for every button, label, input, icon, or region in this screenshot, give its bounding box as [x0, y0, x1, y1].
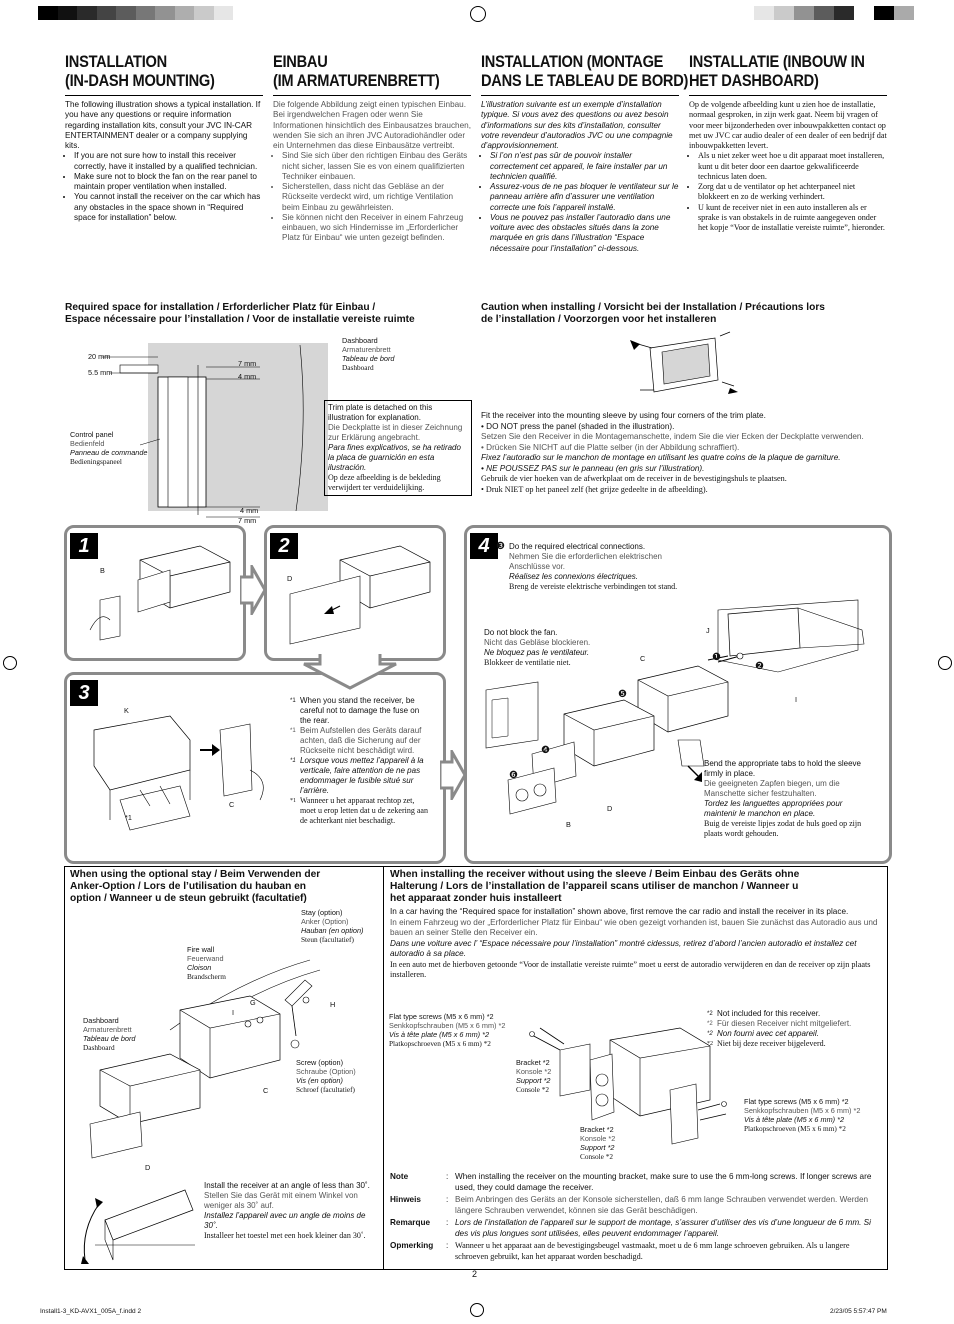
part-c-label-3: C — [263, 1086, 269, 1095]
step-3-illustration — [93, 715, 264, 831]
part-i-label-1: I — [795, 695, 798, 704]
crosshair-bottom — [470, 1303, 484, 1317]
step-1-illustration — [89, 545, 231, 641]
caution-heading: Caution when installing / Vorsicht bei d… — [481, 302, 825, 325]
angle-illustration — [81, 1189, 195, 1264]
heading-rule-fr — [481, 95, 679, 96]
bend-tabs-note: Bend the appropriate tabs to hold the sl… — [704, 759, 862, 838]
stay-heading: When using the optional stay / Beim Verw… — [70, 869, 321, 904]
caution-text: Fit the receiver into the mounting sleev… — [481, 411, 864, 494]
step-4-marker-4: ❹ — [541, 745, 550, 756]
dim-7mm-bottom: 7 mm — [238, 516, 257, 525]
intro-nl: Op de volgende afbeelding kunt u zien ho… — [689, 100, 887, 233]
sleeveless-text: In a car having the “Required space for … — [390, 907, 878, 979]
control-panel-label: Control panel Bedienfeld Panneau de comm… — [70, 430, 148, 466]
sleeveless-heading: When installing the receiver without usi… — [390, 869, 800, 904]
stay-illustration — [89, 959, 321, 1159]
registration-bar-right — [754, 6, 914, 20]
arrow-step3-to-step4 — [440, 750, 466, 800]
heading-en: INSTALLATION(IN-DASH MOUNTING) — [65, 52, 215, 90]
bracket-label-1: Bracket *2 Konsole *2 Support *2 Console… — [516, 1058, 552, 1094]
arrow-step2-to-step3 — [303, 654, 397, 690]
heading-rule-de — [273, 95, 471, 96]
part-d-label-1: D — [287, 574, 293, 583]
flat-screws-label-2: Flat type screws (M5 x 6 mm) *2 Senkkopf… — [744, 1097, 861, 1133]
part-h-label: H — [330, 1000, 336, 1009]
intro-en: The following illustration shows a typic… — [65, 100, 263, 223]
heading-rule-en — [65, 95, 263, 96]
intro-fr: L’illustration suivante est un exemple d… — [481, 100, 681, 254]
part-d-label-2: D — [607, 804, 613, 813]
bracket-label-2: Bracket *2 Konsole *2 Support *2 Console… — [580, 1125, 616, 1161]
part-g-label: G — [250, 998, 256, 1007]
step-2-illustration — [289, 545, 431, 645]
heading-rule-nl — [689, 95, 887, 96]
part-b-label-2: B — [566, 820, 571, 829]
required-space-heading: Required space for installation / Erford… — [65, 302, 415, 325]
screw-label: Screw (option) Schraube (Option) Vis (en… — [296, 1058, 356, 1094]
part-b-label-1: B — [100, 566, 105, 575]
intro-de: Die folgende Abbildung zeigt einen typis… — [273, 100, 471, 244]
part-i-label-2: I — [232, 1008, 235, 1017]
arrow-step1-to-step2 — [240, 565, 266, 615]
fan-note: Do not block the fan. Nicht das Gebläse … — [484, 628, 591, 667]
stay-label: Stay (option) Anker (Option) Hauban (en … — [301, 908, 364, 944]
step-4-marker-5: ❺ — [618, 689, 627, 700]
crosshair-top — [470, 6, 486, 22]
step-4-marker-2: ❷ — [755, 661, 764, 672]
step-4-illustration — [485, 599, 865, 815]
crosshair-left — [3, 656, 17, 670]
part-c-label-2: C — [640, 654, 646, 663]
trim-plate-note: Trim plate is detached on this illustrat… — [324, 400, 472, 496]
flat-screws-label-1: Flat type screws (M5 x 6 mm) *2 Senkkopf… — [389, 1012, 506, 1048]
fuse-star-label: *1 — [125, 813, 132, 822]
step-1-number: 1 — [70, 533, 98, 559]
caution-illustration — [630, 331, 738, 394]
step-4-number: 4 — [470, 533, 498, 559]
part-k-label: K — [124, 706, 129, 715]
step-3-number: 3 — [70, 680, 98, 706]
part-c-label-1: C — [229, 800, 235, 809]
footer-timestamp: 2/23/05 5:57:47 PM — [830, 1308, 887, 1315]
heading-de: EINBAU(IM ARMATURENBRETT) — [273, 52, 440, 90]
dim-5-5mm: 5.5 mm — [88, 368, 113, 377]
part-d-label-3: D — [145, 1163, 151, 1172]
dim-4mm-bottom: 4 mm — [240, 506, 259, 515]
part-j-label: J — [706, 626, 710, 635]
firewall-label: Fire wall Feuerwand Cloison Brandscherm — [187, 945, 226, 981]
required-space-diagram — [102, 343, 328, 518]
step-4-marker-6: ❻ — [509, 770, 518, 781]
dim-20mm: 20 mm — [88, 352, 111, 361]
sleeveless-illustration — [529, 1027, 727, 1145]
dim-7mm-top: 7 mm — [238, 359, 257, 368]
step-4-marker-1: ❶ — [712, 652, 721, 663]
dashboard-label: Dashboard Armaturenbrett Tableau de bord… — [342, 336, 395, 372]
dim-4mm-top: 4 mm — [238, 372, 257, 381]
registration-bar-left — [38, 6, 233, 20]
sleeveless-section-border — [383, 866, 888, 1270]
page-number: 2 — [472, 1269, 478, 1279]
angle-note: Install the receiver at an angle of less… — [204, 1181, 370, 1240]
footer-file-name: Install1-3_KD-AVX1_005A_f.indd 2 — [40, 1308, 142, 1315]
step-2-number: 2 — [270, 533, 298, 559]
crosshair-right — [938, 656, 952, 670]
stay-dashboard-label: Dashboard Armaturenbrett Tableau de bord… — [83, 1016, 136, 1052]
notes-table: Note: When installing the receiver on th… — [390, 1172, 872, 1261]
